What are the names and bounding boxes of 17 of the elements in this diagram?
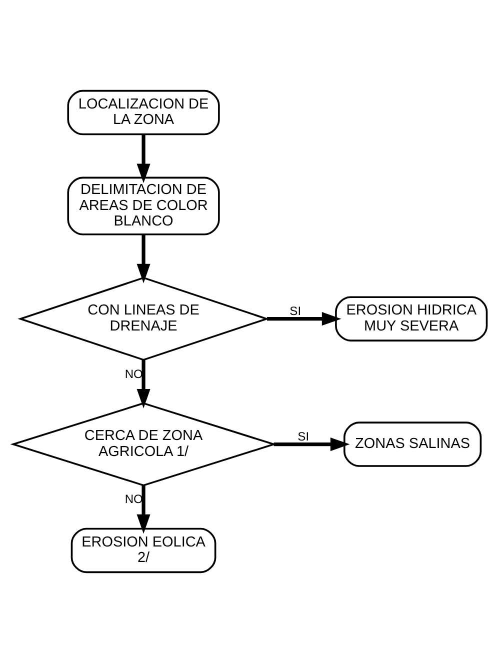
node-diamond: CERCA DE ZONA AGRICOLA 1/ bbox=[10, 402, 277, 486]
edge-label: NO bbox=[124, 366, 143, 380]
arrow bbox=[136, 234, 150, 283]
arrow bbox=[136, 134, 150, 183]
node-diamond: CON LINEAS DE DRENAJE bbox=[18, 276, 270, 360]
edge-label: SI bbox=[298, 429, 310, 444]
arrow bbox=[136, 484, 150, 534]
node-box: EROSION HIDRICA MUY SEVERA bbox=[335, 296, 488, 341]
node-box: EROSION EOLICA 2/ bbox=[70, 527, 216, 573]
node-box: DELIMITACION DE AREAS DE COLOR BLANCO bbox=[67, 176, 220, 235]
edge-label: SI bbox=[290, 304, 302, 318]
arrow bbox=[266, 312, 342, 326]
arrow bbox=[136, 360, 150, 408]
arrow bbox=[274, 437, 350, 451]
edge-label: NO bbox=[124, 492, 143, 506]
node-box: ZONAS SALINAS bbox=[344, 421, 482, 466]
node-box: LOCALIZACION DE LA ZONA bbox=[67, 89, 220, 135]
